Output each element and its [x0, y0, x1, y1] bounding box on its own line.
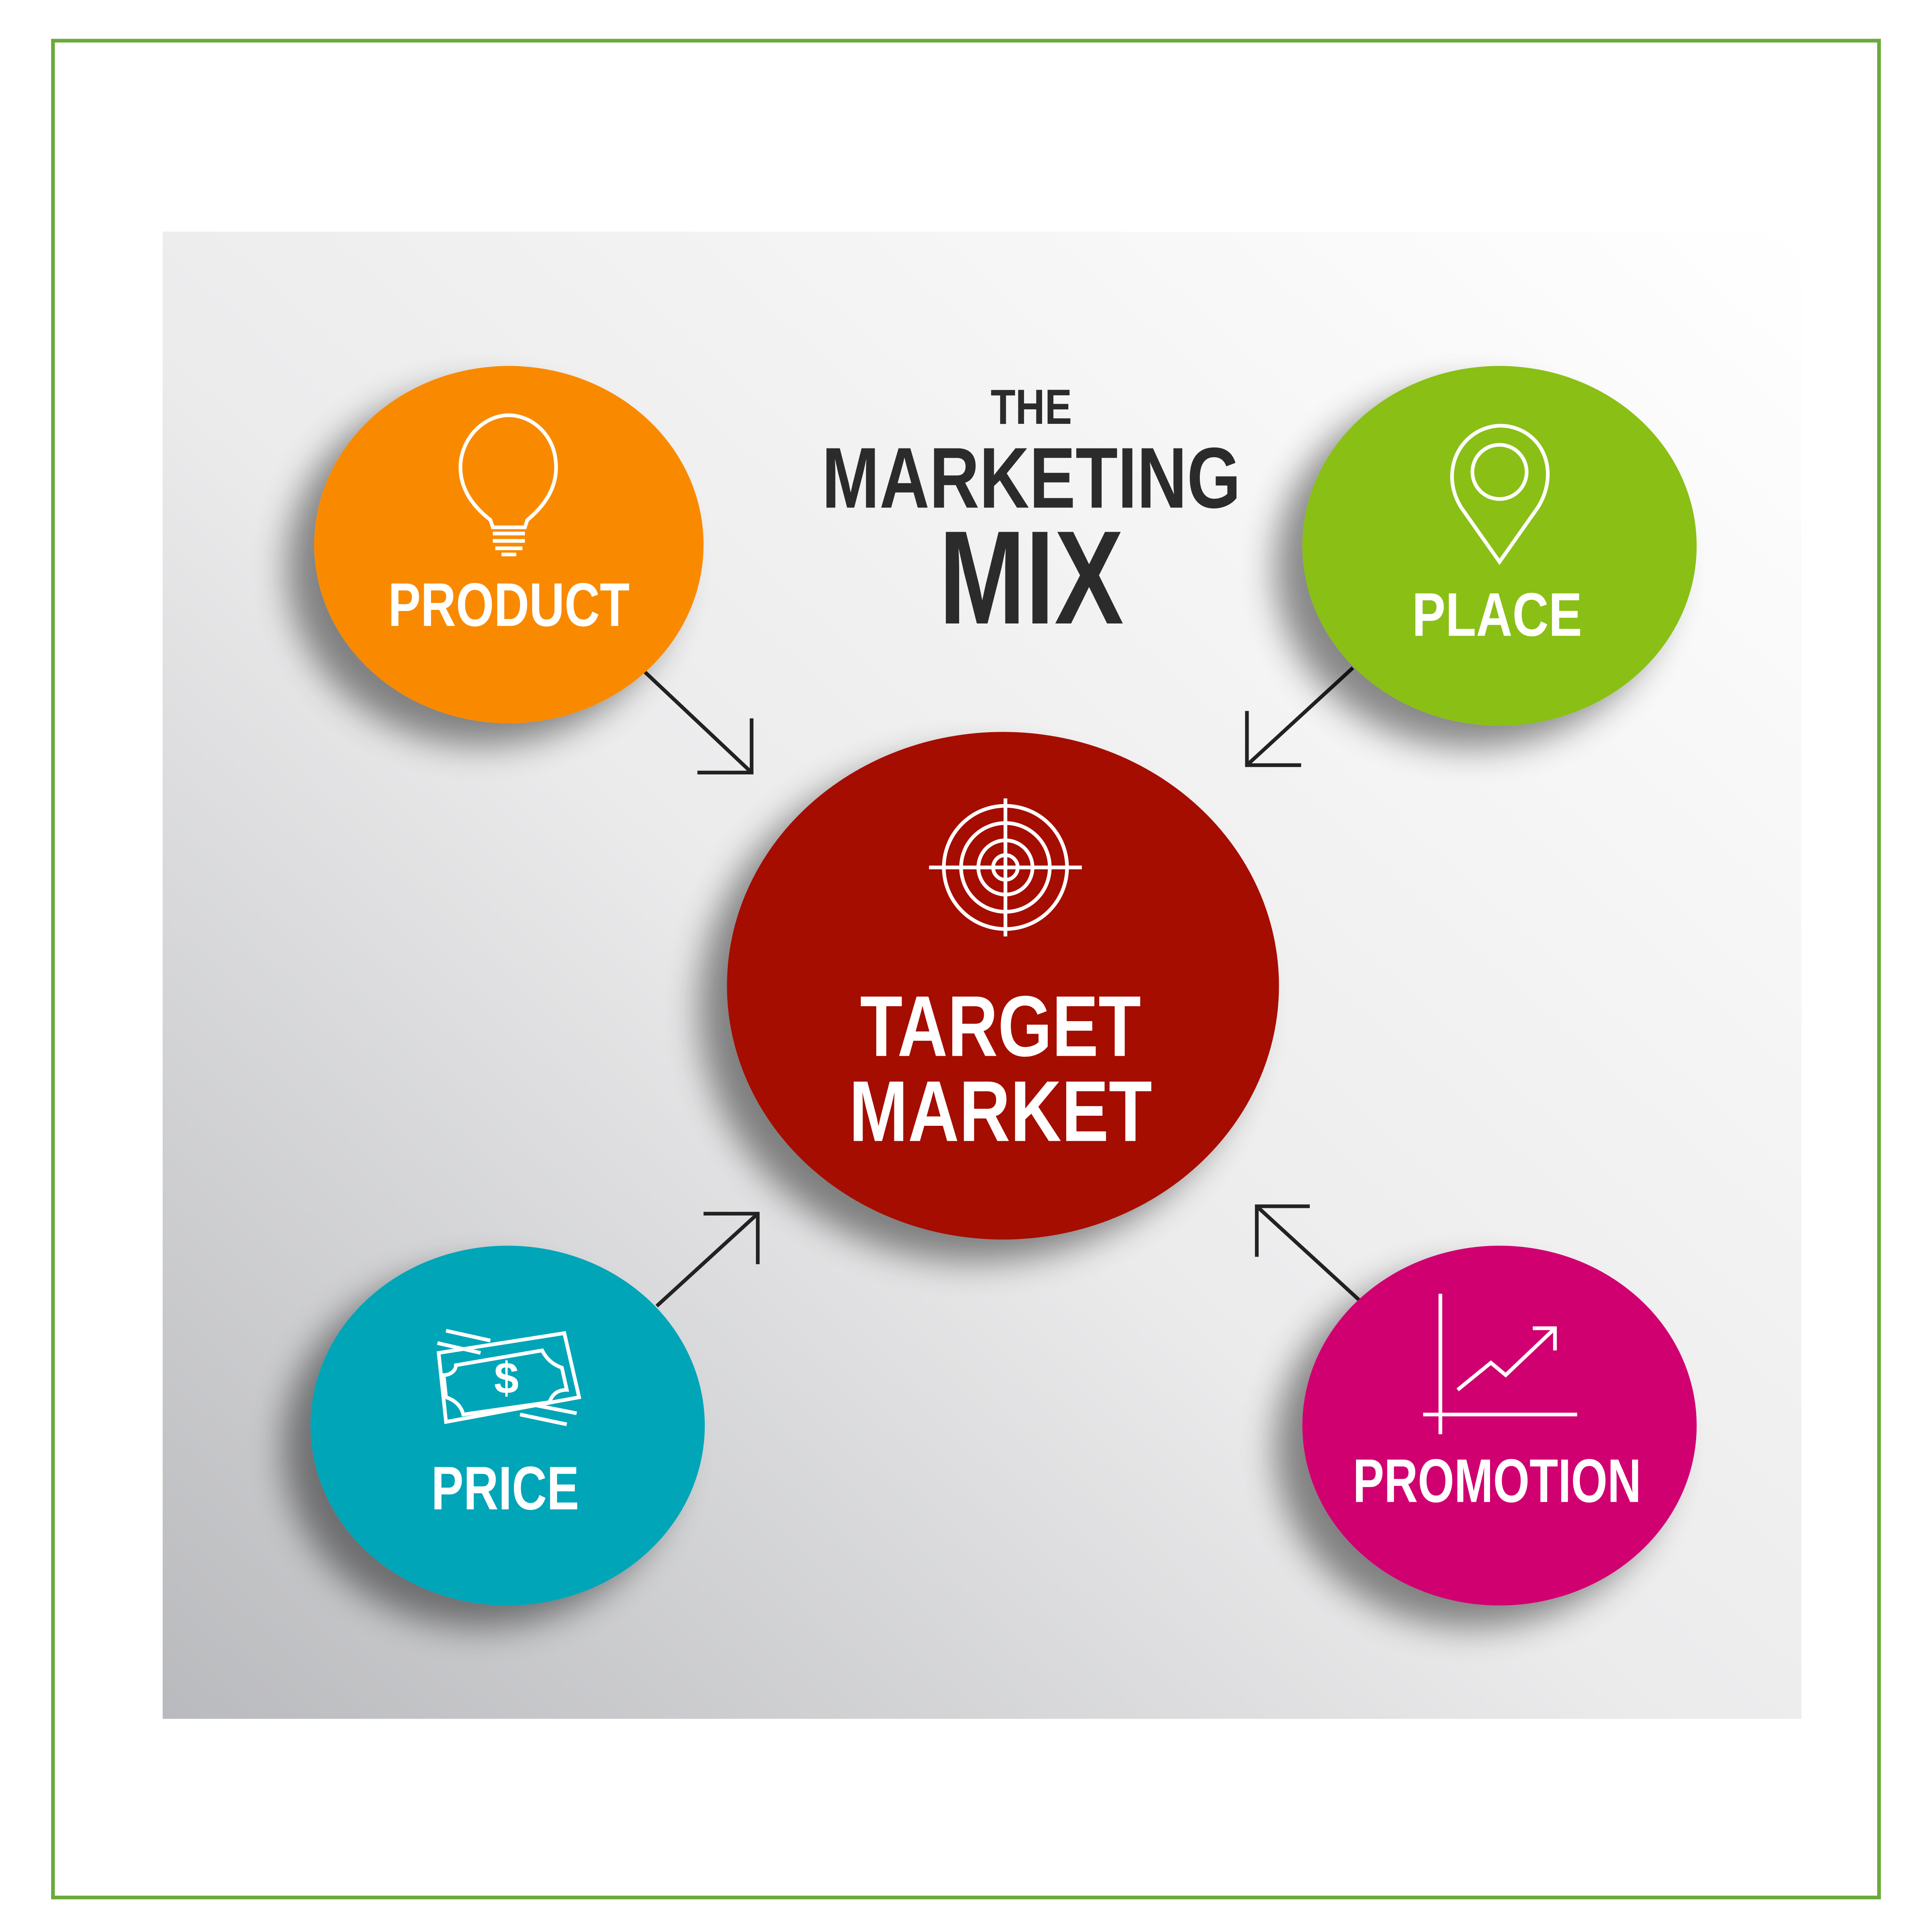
arrow-place-to-target: [1245, 666, 1354, 767]
target-icon: [929, 798, 1082, 937]
place-label: PLACE: [1412, 580, 1582, 649]
target-market-node: TARGET MARKET: [727, 732, 1279, 1240]
product-label: PRODUCT: [388, 570, 630, 639]
location-pin-icon: [1450, 424, 1550, 565]
product-node: PRODUCT: [314, 366, 704, 723]
growth-chart-icon: [1423, 1294, 1577, 1435]
price-label: PRICE: [431, 1454, 579, 1523]
arrow-product-to-target: [643, 670, 753, 774]
title-line-marketing: MARKETING: [822, 430, 1241, 526]
promotion-node: PROMOTION: [1302, 1245, 1697, 1606]
price-node: $ PRICE: [310, 1245, 705, 1606]
target-label: TARGET: [860, 978, 1141, 1074]
money-icon: [436, 1329, 582, 1426]
diagram-title: THE MARKETING MIX: [822, 379, 1241, 652]
market-label: MARKET: [849, 1063, 1152, 1160]
title-line-mix: MIX: [939, 504, 1124, 652]
money-symbol: $: [494, 1354, 519, 1403]
place-node: PLACE: [1302, 366, 1697, 726]
title-line-the: THE: [991, 379, 1072, 434]
arrow-promotion-to-target: [1255, 1204, 1360, 1301]
lightbulb-icon: [458, 413, 558, 557]
arrow-price-to-target: [655, 1212, 760, 1308]
arrows: [643, 666, 1360, 1308]
promotion-label: PROMOTION: [1353, 1447, 1641, 1515]
